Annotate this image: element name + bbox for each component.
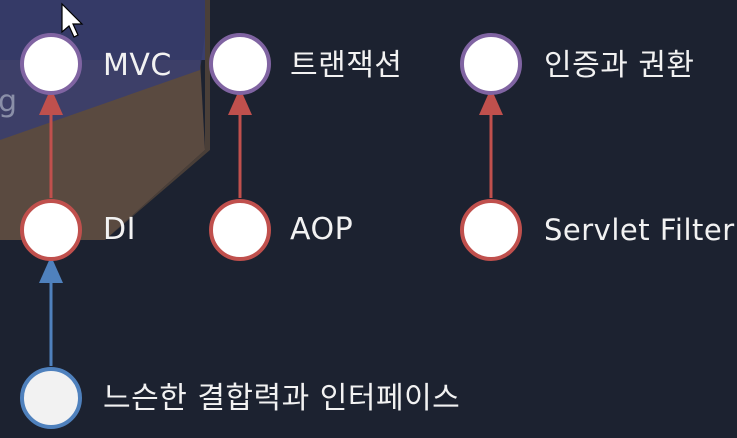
node-transaction (209, 33, 271, 95)
node-di (20, 199, 82, 261)
mouse-cursor-icon (61, 2, 84, 38)
label-loose-coupling: 느슨한 결합력과 인터페이스 (103, 381, 461, 416)
node-servlet-filter (460, 199, 522, 261)
label-mvc: MVC (103, 48, 172, 83)
node-auth (460, 33, 522, 95)
node-mvc (20, 33, 82, 95)
background-fragment-text: g (0, 84, 18, 119)
background-box (0, 0, 210, 240)
label-transaction: 트랜잭션 (290, 48, 403, 83)
node-loose-coupling (20, 367, 82, 429)
label-servlet-filter: Servlet Filter (544, 213, 735, 247)
label-aop: AOP (290, 212, 354, 247)
label-auth: 인증과 권환 (544, 48, 695, 83)
node-aop (209, 199, 271, 261)
label-di: DI (103, 212, 136, 247)
